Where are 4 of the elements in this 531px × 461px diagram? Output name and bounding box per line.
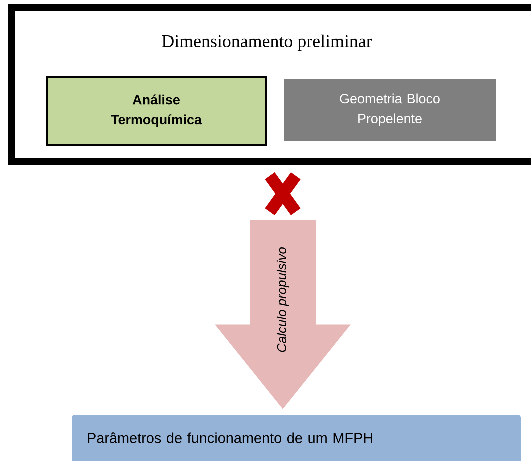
process-box: Geometria Bloco Propelente	[284, 79, 496, 141]
process-box: Análise Termoquímica	[46, 76, 267, 146]
edge-label: Calculo propulsivo	[276, 248, 290, 352]
result-box: Parâmetros de funcionamento de um MFPH	[72, 415, 521, 461]
